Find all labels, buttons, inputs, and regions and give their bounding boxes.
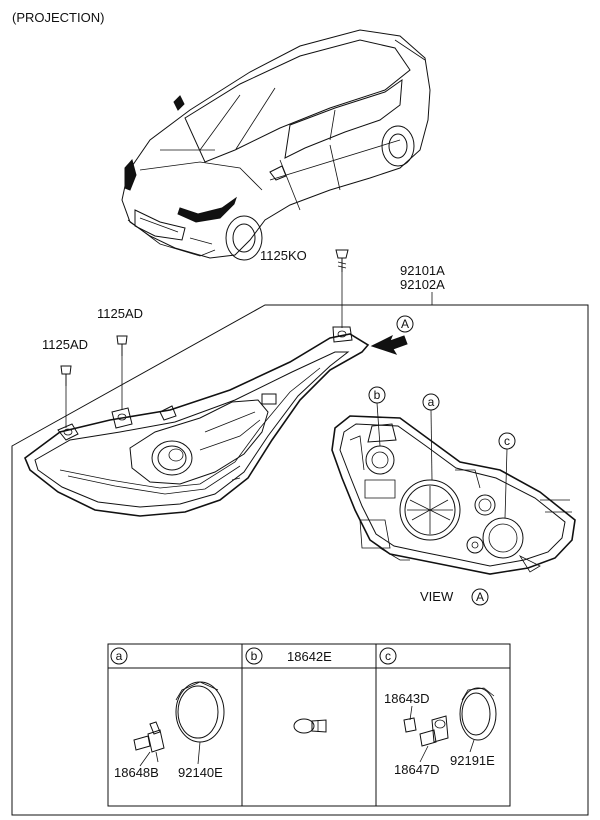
parts-table: [107, 643, 511, 807]
bolt-1125ko: [335, 249, 349, 272]
bulb-18642e: [293, 718, 327, 734]
headlamp-assembly: [24, 326, 370, 517]
svg-text:b: b: [374, 388, 381, 402]
view-a-label: VIEW A: [420, 588, 489, 606]
svg-text:c: c: [504, 434, 510, 448]
part-label-92101a: 92101A: [400, 263, 445, 278]
part-label-92140e: 92140E: [178, 765, 223, 780]
screw-1125ad-upper: [116, 335, 128, 356]
leader-92140e: [197, 741, 201, 765]
svg-text:VIEW: VIEW: [420, 589, 454, 604]
svg-text:a: a: [116, 649, 123, 663]
car-illustration: [121, 29, 431, 261]
bulb-18643d: [403, 717, 417, 733]
part-label-92102a: 92102A: [400, 277, 445, 292]
leader-18647d: [419, 745, 429, 763]
svg-text:c: c: [385, 649, 391, 663]
svg-text:A: A: [476, 590, 484, 604]
bulb-18648b: [133, 721, 165, 763]
svg-text:18642E: 18642E: [287, 649, 332, 664]
cap-92191e: [459, 687, 497, 741]
callout-b: b: [368, 386, 386, 447]
part-label-1125ad-upper: 1125AD: [97, 306, 143, 321]
headlamp-rear-view: [331, 415, 576, 575]
callout-c: c: [498, 432, 516, 519]
leader-18648b: [139, 751, 151, 767]
part-label-18643d: 18643D: [384, 691, 430, 706]
assembly-frame: [11, 304, 589, 816]
table-col-b-header: b 18642E: [245, 647, 332, 665]
part-label-1125ko: 1125KO: [260, 248, 307, 263]
leader-92191e: [469, 739, 475, 753]
cap-92140e: [175, 681, 225, 743]
leader-18643d: [409, 705, 413, 721]
svg-text:a: a: [428, 395, 435, 409]
part-label-18648b: 18648B: [114, 765, 159, 780]
diagram-title: (PROJECTION): [12, 10, 104, 25]
svg-text:b: b: [251, 649, 258, 663]
part-label-1125ad-lower: 1125AD: [42, 337, 88, 352]
view-a-arrow: A: [370, 315, 414, 355]
table-col-a-header: a: [110, 647, 128, 665]
screw-1125ad-lower: [60, 365, 72, 386]
table-col-c-header: c: [379, 647, 397, 665]
svg-text:A: A: [401, 317, 409, 331]
part-label-18647d: 18647D: [394, 762, 440, 777]
bulb-18647d: [419, 715, 449, 747]
part-label-92191e: 92191E: [450, 753, 495, 768]
callout-a: a: [422, 393, 440, 481]
